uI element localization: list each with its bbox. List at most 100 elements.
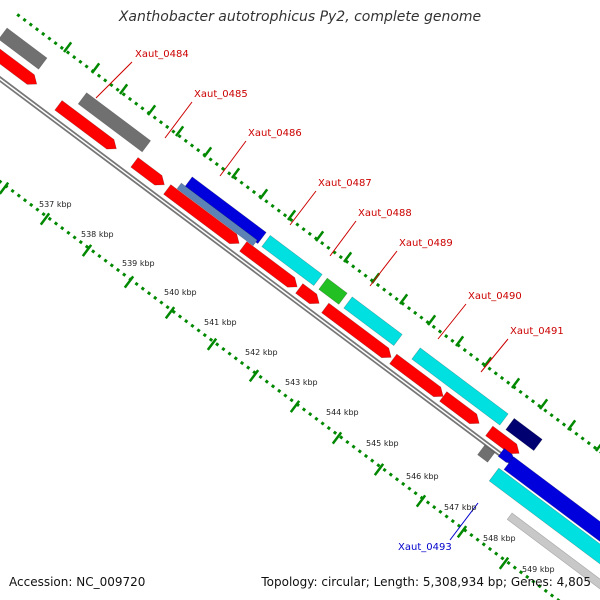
outer-dot — [413, 310, 418, 315]
inner-dot — [184, 319, 189, 324]
outer-major-tick — [399, 293, 409, 305]
outer-dot — [307, 231, 312, 236]
outer-dot — [264, 199, 269, 204]
inner-dot — [494, 551, 499, 556]
gene-label-xaut_0486: Xaut_0486 — [248, 128, 302, 139]
inner-dot — [29, 202, 34, 208]
cds-arrow — [389, 353, 444, 398]
outer-dot — [214, 161, 219, 167]
inner-dot — [314, 416, 319, 421]
inner-dot — [413, 491, 418, 496]
outer-dot — [332, 250, 337, 255]
inner-dot — [518, 570, 524, 575]
leader-line — [95, 61, 133, 99]
inner-dot — [115, 267, 121, 273]
kbp-label: 538 kbp — [81, 230, 114, 239]
outer-dot — [233, 175, 238, 181]
inner-dot — [351, 444, 356, 449]
outer-major-tick — [511, 377, 521, 389]
outer-dot — [84, 64, 89, 69]
outer-dot — [444, 334, 449, 339]
outer-dot — [121, 92, 126, 97]
inner-dot — [370, 458, 375, 463]
inner-dot — [53, 221, 59, 226]
gene-label-xaut_0489: Xaut_0489 — [399, 238, 453, 249]
inner-major-tick — [123, 275, 135, 289]
kbp-label: 546 kbp — [406, 472, 439, 481]
outer-dot — [220, 166, 226, 171]
gene-label-xaut_0488: Xaut_0488 — [358, 208, 412, 219]
inner-dot — [537, 584, 542, 589]
gene-bar-0495 — [506, 512, 600, 590]
inner-dot — [171, 309, 176, 314]
inner-dot — [301, 407, 307, 412]
inner-dot — [153, 295, 158, 300]
gene-label-xaut_0490: Xaut_0490 — [468, 291, 522, 302]
cds-arrow — [295, 283, 320, 305]
inner-dot — [270, 384, 276, 389]
outer-dot — [518, 389, 523, 395]
inner-major-tick — [0, 181, 10, 195]
outer-dot — [53, 41, 58, 46]
inner-dot — [339, 435, 344, 440]
inner-dot — [103, 258, 108, 263]
accession-text: Accession: NC_009720 — [9, 575, 146, 589]
outer-major-tick — [287, 209, 297, 221]
outer-dot — [357, 268, 362, 274]
inner-dot — [469, 532, 474, 538]
leader-line — [480, 338, 509, 373]
kbp-label: 537 kbp — [39, 200, 72, 209]
outer-major-tick — [483, 356, 493, 368]
outer-dot — [406, 306, 412, 311]
inner-dot — [35, 207, 40, 212]
outer-dot — [506, 380, 511, 385]
inner-dot — [177, 314, 183, 319]
inner-dot — [239, 360, 245, 366]
gene-labels: Xaut_0484Xaut_0485Xaut_0486Xaut_0487Xaut… — [135, 49, 564, 553]
outer-dot — [388, 292, 393, 297]
outer-dot — [152, 115, 157, 120]
outer-dot — [487, 366, 492, 371]
kbp-label: 540 kbp — [164, 288, 197, 297]
outer-major-tick — [202, 146, 213, 158]
inner-dot — [0, 179, 3, 184]
inner-dot — [165, 305, 170, 310]
outer-dot — [78, 59, 83, 64]
kbp-label: 542 kbp — [245, 348, 278, 357]
gene-label-xaut_0491: Xaut_0491 — [510, 326, 564, 337]
cds-arrow — [130, 157, 165, 186]
inner-major-tick — [39, 212, 51, 226]
kbp-label: 539 kbp — [122, 259, 155, 268]
outer-major-tick — [427, 314, 437, 326]
cds-arrow — [54, 100, 117, 150]
outer-dot — [450, 338, 455, 343]
cds-arrow — [321, 302, 392, 359]
inner-dot — [388, 472, 393, 477]
outer-dot — [34, 27, 40, 32]
outer-dot — [171, 129, 176, 134]
inner-dot — [363, 453, 369, 459]
gene-bar-0489 — [343, 296, 403, 347]
map-title: Xanthobacter autotrophicus Py2, complete… — [118, 9, 482, 25]
inner-dot — [289, 398, 294, 403]
leader-line — [329, 220, 357, 257]
inner-dot — [525, 574, 530, 579]
outer-dot — [103, 78, 108, 83]
inner-dot — [308, 412, 313, 417]
outer-dot — [301, 227, 306, 232]
gene-bar-0493 — [503, 456, 600, 542]
inner-major-tick — [373, 463, 385, 476]
inner-dot — [264, 379, 269, 384]
outer-dot — [351, 264, 356, 269]
inner-dot — [208, 337, 214, 342]
outer-dot — [276, 208, 281, 213]
inner-dot — [190, 323, 195, 328]
outer-dot — [580, 436, 585, 441]
inner-dot — [122, 272, 127, 277]
outer-major-tick — [118, 83, 129, 95]
inner-dot — [146, 291, 152, 296]
outer-dot — [183, 138, 188, 143]
inner-dot — [394, 477, 400, 482]
inner-dot — [78, 239, 83, 245]
